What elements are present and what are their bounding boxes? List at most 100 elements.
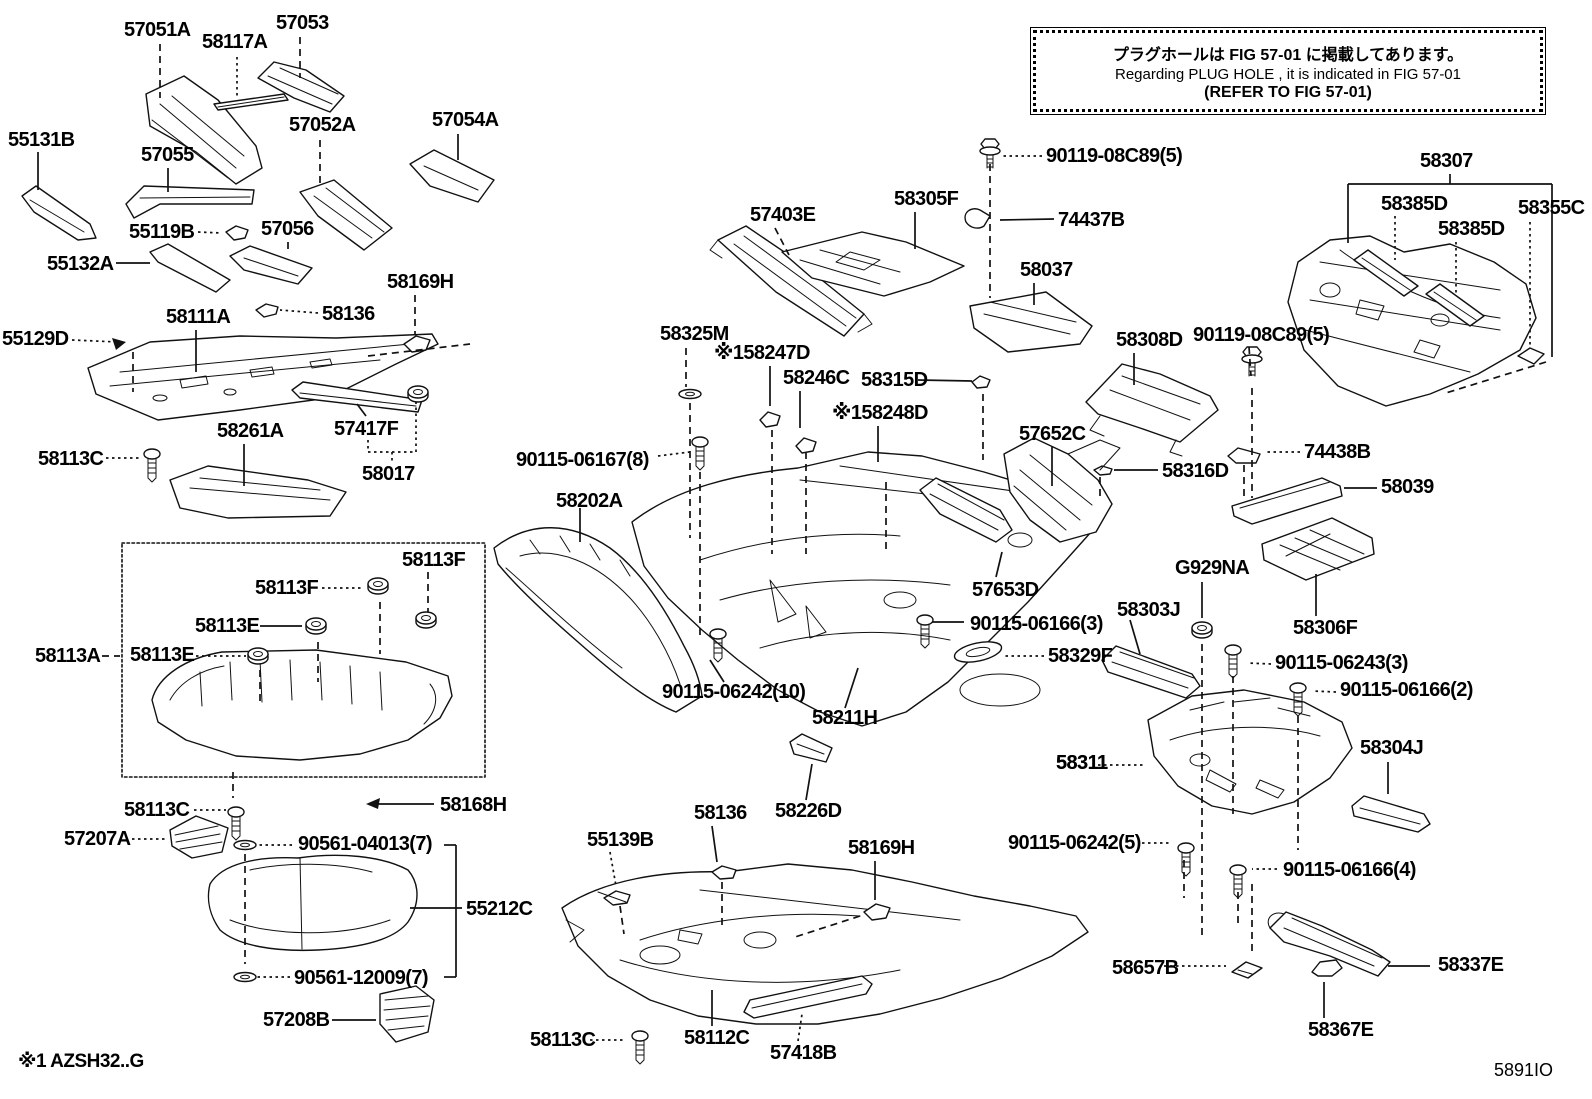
part-sketch-58367e-clip: [1311, 959, 1343, 977]
part-sketch-58136-clip2: [711, 865, 737, 880]
leader-line: [657, 451, 691, 457]
part-sketch-58306f: [1261, 517, 1375, 581]
part-sketch-58261a: [169, 465, 347, 519]
part-label: 58261A: [217, 420, 284, 442]
part-label: 55129D: [2, 328, 69, 350]
note-line-refer: (REFER TO FIG 57-01): [1204, 83, 1372, 101]
part-label: 90561-04013(7): [298, 833, 433, 855]
part-label: 58136: [694, 802, 747, 824]
part-sketch-58039: [1231, 477, 1343, 525]
part-sketch-55119b-clip: [225, 225, 249, 241]
part-label: 58113C: [38, 448, 104, 470]
part-label: 58355C: [1518, 197, 1585, 219]
part-sketch-floor-silencer: [151, 649, 453, 761]
part-label: 58305F: [894, 188, 959, 210]
leader-line: [995, 551, 1003, 578]
part-sketch-58117a: [213, 93, 289, 111]
leader-line: [1246, 662, 1272, 665]
part-label: 58385D: [1438, 218, 1505, 240]
part-label: 58308D: [1116, 329, 1183, 351]
leader-line: [844, 667, 859, 709]
part-sketch-57652c: [1003, 437, 1121, 543]
part-label: 90115-06242(10): [662, 681, 806, 703]
part-label: 58226D: [775, 800, 842, 822]
note-line-english: Regarding PLUG HOLE , it is indicated in…: [1115, 65, 1461, 83]
part-label: 58039: [1381, 476, 1434, 498]
part-label: 58113A: [35, 645, 101, 667]
leader-line: [774, 227, 790, 256]
part-sketch-58303j: [1101, 645, 1201, 699]
leader-line: [1445, 361, 1547, 394]
leader-line: [805, 763, 813, 801]
part-label: 58367E: [1308, 1019, 1374, 1041]
part-label: 58246C: [783, 367, 850, 389]
part-sketch-58305f: [781, 231, 965, 297]
leader-line: [999, 218, 1055, 221]
part-label: 58657B: [1112, 957, 1179, 979]
arrow-icon: [112, 338, 126, 350]
part-sketch-58311: [1147, 689, 1353, 815]
part-sketch-74438b-clip: [1227, 447, 1261, 464]
part-label: 58117A: [202, 31, 268, 53]
note-line-japanese: プラグホールは FIG 57-01 に掲載してあります。: [1112, 46, 1464, 64]
note-box: プラグホールは FIG 57-01 に掲載してあります。 Regarding P…: [1030, 27, 1546, 115]
part-label: 57418B: [770, 1042, 837, 1064]
part-label: 58113C: [530, 1029, 596, 1051]
part-label: 58037: [1020, 259, 1073, 281]
part-sketch-55139b-clip: [597, 890, 631, 906]
part-label: 58306F: [1293, 617, 1358, 639]
part-label: 90115-06166(2): [1340, 679, 1473, 701]
part-sketch-55131b: [21, 185, 97, 241]
leader-line: [279, 309, 319, 314]
part-label: 55212C: [466, 898, 533, 920]
part-sketch-55132a: [149, 243, 231, 293]
part-sketch-57051a: [145, 75, 263, 185]
part-label: 58303J: [1117, 599, 1181, 621]
part-label: 58316D: [1162, 460, 1229, 482]
part-sketch-58202a: [493, 527, 703, 713]
part-sketch-58337e: [1267, 911, 1391, 977]
part-label: 55119B: [129, 221, 195, 243]
part-sketch-58385d-2: [1425, 283, 1485, 327]
part-sketch-58112c: [561, 863, 1089, 1025]
part-label: ※158248D: [832, 402, 928, 424]
part-label: 58315D: [861, 369, 928, 391]
part-label: 90115-06166(3): [970, 613, 1103, 635]
part-sketch-57418b: [743, 975, 873, 1019]
part-label: 58311: [1056, 752, 1108, 774]
part-label: 58211H: [812, 707, 878, 729]
leader-line: [1129, 619, 1141, 655]
part-sketch-58247d-clip: [759, 411, 781, 428]
part-label: 57208B: [263, 1009, 330, 1031]
part-label: 58202A: [556, 490, 623, 512]
part-label: 55131B: [8, 129, 75, 151]
leader-line: [711, 825, 718, 863]
part-sketch-58315d-clip: [971, 375, 991, 389]
leader-line: [1248, 346, 1252, 377]
part-label: 90115-06242(5): [1008, 832, 1141, 854]
part-label: 90115-06166(4): [1283, 859, 1416, 881]
part-label: 58113E: [130, 644, 195, 666]
part-sketch-58385d: [1353, 249, 1419, 297]
part-label: 57055: [141, 144, 194, 166]
part-label: 58113F: [255, 577, 319, 599]
leader-line: [609, 851, 617, 887]
part-sketch-58246c-clip: [795, 437, 817, 454]
part-sketch-57053: [257, 61, 345, 113]
part-label: 58385D: [1381, 193, 1448, 215]
part-label: 57652C: [1019, 423, 1086, 445]
part-label: 58329F: [1048, 645, 1113, 667]
part-label: 90119-08C89(5): [1193, 324, 1330, 346]
part-sketch-57653d-rib: [919, 477, 1013, 543]
part-label: 90115-06167(8): [516, 449, 649, 471]
part-sketch-57403e: [709, 225, 873, 337]
part-sketch-58304j: [1351, 795, 1431, 833]
part-label: G929NA: [1175, 557, 1250, 579]
grommet-icon: [953, 641, 1003, 663]
part-label: 58113E: [195, 615, 260, 637]
hidden-part-box: [121, 542, 486, 778]
part-label: 58112C: [684, 1027, 750, 1049]
part-label: 58325M: [660, 323, 729, 345]
part-sketch-58136-clip: [255, 303, 279, 318]
